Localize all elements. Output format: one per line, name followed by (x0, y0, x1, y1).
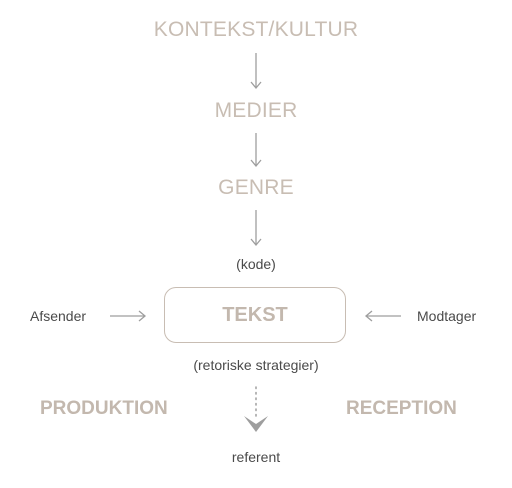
referent-label: referent (231, 449, 281, 465)
dotted-arrow-to-referent (244, 386, 268, 432)
arrow-medier-to-genre (250, 133, 262, 168)
kontekst-kultur-label: KONTEKST/KULTUR (153, 18, 359, 41)
tekst-label: TEKST (222, 303, 288, 326)
arrow-modtager-to-tekst (364, 310, 401, 322)
afsender-label: Afsender (30, 308, 87, 324)
reception-label: RECEPTION (346, 398, 457, 419)
produktion-label: PRODUKTION (40, 398, 168, 419)
arrow-kontekst-to-medier (250, 53, 262, 90)
arrow-genre-to-kode (250, 210, 262, 247)
genre-label: GENRE (218, 176, 294, 199)
retoriske-strategier-label: (retoriske strategier) (193, 357, 319, 373)
medier-label: MEDIER (214, 99, 298, 122)
modtager-label: Modtager (417, 308, 477, 324)
tekst-box: TEKST (164, 287, 346, 343)
kode-label: (kode) (236, 256, 276, 272)
arrow-afsender-to-tekst (110, 310, 147, 322)
